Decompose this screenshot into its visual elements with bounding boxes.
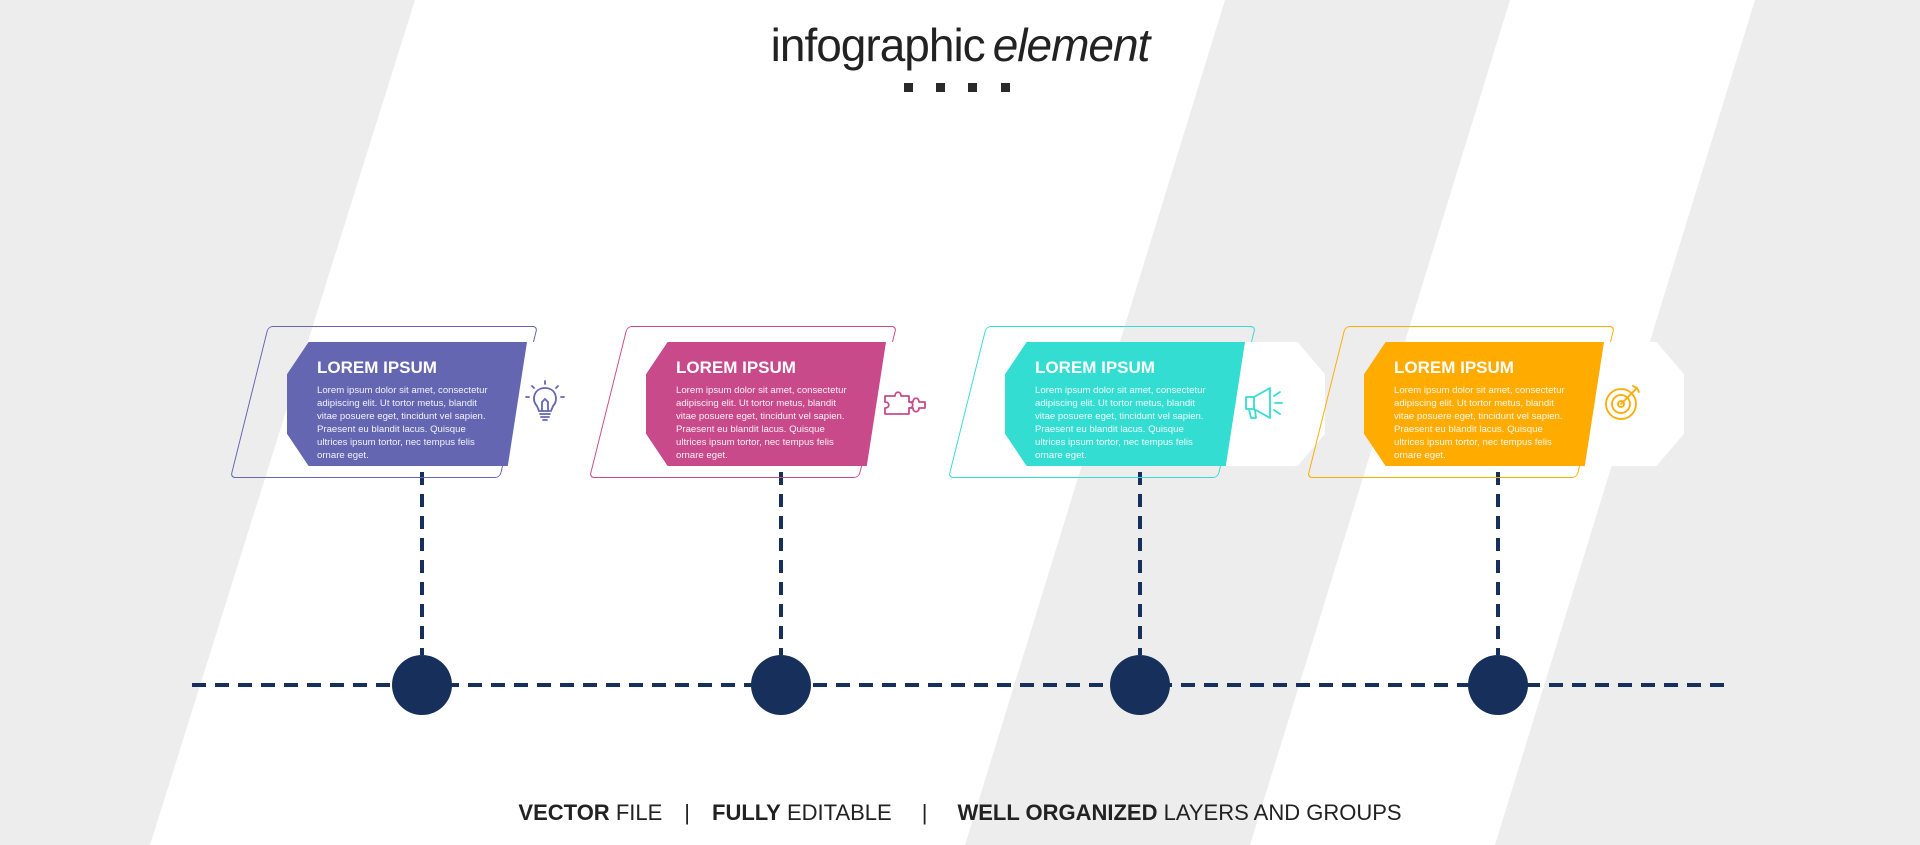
step-card-1: LOREM IPSUM Lorem ipsum dolor sit amet, … — [230, 326, 637, 502]
step-text: Lorem ipsum dolor sit amet, consectetur … — [317, 385, 488, 461]
footer-vector-bold: VECTOR — [518, 800, 610, 825]
timeline-node-1 — [392, 655, 452, 715]
timeline-node-2 — [751, 655, 811, 715]
step-card-4: LOREM IPSUM Lorem ipsum dolor sit amet, … — [1307, 326, 1714, 502]
footer-editable: EDITABLE — [780, 800, 892, 825]
step-text: Lorem ipsum dolor sit amet, consectetur … — [676, 385, 847, 461]
card-panel: LOREM IPSUM Lorem ipsum dolor sit amet, … — [1005, 342, 1245, 466]
step-heading: LOREM IPSUM — [1035, 358, 1155, 377]
step-heading: LOREM IPSUM — [1394, 358, 1514, 377]
footer-editable-bold: FULLY — [712, 800, 781, 825]
card-panel: LOREM IPSUM Lorem ipsum dolor sit amet, … — [1364, 342, 1604, 466]
step-text: Lorem ipsum dolor sit amet, consectetur … — [1394, 385, 1565, 461]
step-heading: LOREM IPSUM — [676, 358, 796, 377]
target-icon — [1605, 385, 1640, 420]
footer-vector: FILE — [609, 800, 663, 825]
footer: VECTOR FILE | FULLY EDITABLE | WELL ORGANIZE… — [0, 800, 1920, 826]
megaphone-icon — [1245, 387, 1283, 419]
puzzle-icon — [884, 391, 926, 415]
timeline-node-3 — [1110, 655, 1170, 715]
title-dots — [904, 83, 1014, 93]
timeline-node-4 — [1468, 655, 1528, 715]
step-card-3: LOREM IPSUM Lorem ipsum dolor sit amet, … — [948, 326, 1355, 502]
title-accent: element — [992, 19, 1151, 71]
card-panel: LOREM IPSUM Lorem ipsum dolor sit amet, … — [287, 342, 527, 466]
footer-separator: | — [921, 800, 928, 825]
footer-organized-bold: WELL ORGANIZED — [957, 800, 1158, 825]
step-text: Lorem ipsum dolor sit amet, consectetur … — [1035, 385, 1206, 461]
step-heading: LOREM IPSUM — [317, 358, 437, 377]
title-main: infographic — [770, 19, 986, 71]
step-card-2: LOREM IPSUM Lorem ipsum dolor sit amet, … — [589, 326, 996, 502]
footer-organized: LAYERS AND GROUPS — [1157, 800, 1402, 825]
lightbulb-icon — [525, 380, 565, 421]
footer-separator: | — [684, 800, 690, 825]
card-panel: LOREM IPSUM Lorem ipsum dolor sit amet, … — [646, 342, 886, 466]
